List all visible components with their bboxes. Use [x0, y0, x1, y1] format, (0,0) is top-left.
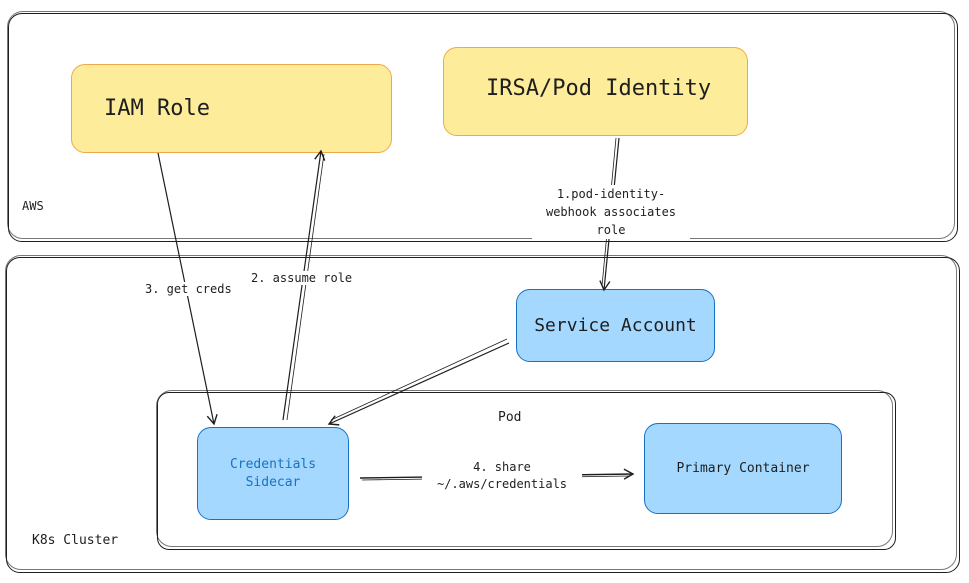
- edge-step1-label: 1.pod-identity- webhook associates role: [532, 185, 690, 239]
- k8s-cluster-region: [5, 255, 960, 573]
- service-account-label: Service Account: [534, 315, 697, 336]
- irsa-label: IRSA/Pod Identity: [486, 76, 712, 101]
- edge-step4-label: 4. share ~/.aws/credentials: [422, 459, 582, 493]
- primary-container-label: Primary Container: [676, 461, 810, 476]
- iam-role-node[interactable]: IAM Role: [71, 64, 392, 153]
- primary-container-node[interactable]: Primary Container: [644, 423, 842, 514]
- credentials-sidecar-label-line2: Sidecar: [245, 474, 301, 490]
- service-account-node[interactable]: Service Account: [516, 289, 715, 362]
- aws-region: [7, 11, 958, 242]
- credentials-sidecar-label-line1: Credentials: [229, 456, 317, 472]
- edge-step3-label: 3. get creds: [143, 282, 234, 296]
- aws-region-label: AWS: [22, 199, 44, 213]
- credentials-sidecar-node[interactable]: Credentials Sidecar: [197, 427, 349, 520]
- irsa-node[interactable]: IRSA/Pod Identity: [443, 47, 748, 136]
- pod-region: [156, 390, 896, 550]
- edge-step2-label: 2. assume role: [249, 271, 355, 285]
- pod-label: Pod: [498, 410, 522, 425]
- k8s-cluster-label: K8s Cluster: [32, 533, 119, 548]
- iam-role-label: IAM Role: [104, 96, 210, 121]
